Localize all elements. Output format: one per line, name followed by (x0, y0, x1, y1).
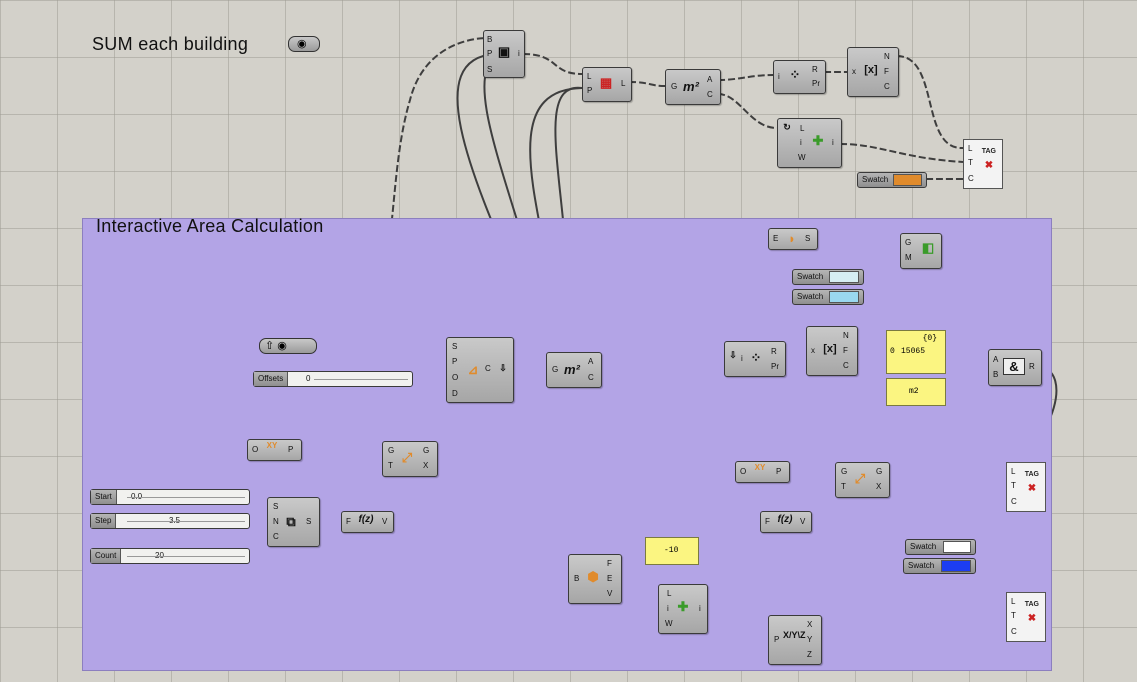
param-geometry-knob-2[interactable]: ⇧ ◉ (259, 338, 317, 354)
move-icon: ⤢ (401, 450, 413, 465)
slider-start[interactable]: Start 0.0 (90, 489, 250, 505)
group-interactive-area (82, 218, 1052, 671)
canvas-title: SUM each building (92, 34, 249, 54)
component-deconstruct-brep[interactable]: B ⬢ F E V (568, 554, 622, 604)
component-expression-top[interactable]: x [x] N F C (847, 47, 899, 97)
tag-x-icon: ✖ (984, 160, 994, 171)
tag-icon: TAG (1024, 471, 1039, 478)
swatch-cyan[interactable]: Swatch (792, 289, 864, 305)
panel-unit-text: m2 (909, 387, 919, 396)
swatch-color (829, 291, 859, 303)
wire (522, 53, 583, 75)
component-series[interactable]: S N C ⧉ S (267, 497, 320, 547)
function-icon: f(z) (358, 514, 374, 525)
component-boundary[interactable]: E ◗ S (768, 228, 818, 250)
swatch-color (829, 271, 859, 283)
swatch-light[interactable]: Swatch (792, 269, 864, 285)
component-mass-addition-mid[interactable]: ⇩ i ⁘ R Pr (724, 341, 786, 377)
component-area-top[interactable]: G m² A C (665, 69, 721, 105)
cull-icon: ▦ (599, 75, 613, 90)
component-expression-mid[interactable]: x [x] N F C (806, 326, 858, 376)
panel-negative-text: -10 (664, 546, 679, 555)
panel-header: {0} (922, 334, 937, 343)
list-item-icon: ✚ (812, 133, 824, 148)
panel-value: 15065 (901, 347, 926, 356)
group-title: Interactive Area Calculation (96, 216, 324, 236)
panel-unit[interactable]: m2 (886, 378, 946, 406)
preview-icon: ◧ (921, 240, 935, 255)
component-area-mid[interactable]: G m² A C (546, 352, 602, 388)
wire (628, 81, 666, 87)
boundary-surface-icon: ◗ (788, 231, 796, 246)
concat-icon: & (1003, 358, 1025, 375)
panel-area-result[interactable]: {0} 0 15065 (886, 330, 946, 374)
swatch-blue[interactable]: Swatch (903, 558, 976, 574)
swatch-white[interactable]: Swatch (905, 539, 976, 555)
param-geometry-knob[interactable]: ◉ (288, 36, 320, 52)
slider-offsets[interactable]: Offsets 0 (253, 371, 413, 387)
component-brep-split[interactable]: B P S i ▣ (483, 30, 525, 78)
wire (315, 37, 486, 346)
tag-x-icon: ✖ (1027, 613, 1037, 624)
component-mass-addition-top[interactable]: i ⁘ R Pr (773, 60, 826, 94)
swatch-color (943, 541, 971, 553)
xy-plane-icon: XY (266, 441, 278, 450)
knob-icon: ◉ (297, 38, 307, 50)
component-list-item-top[interactable]: L i W i ✚ ↻ (777, 118, 842, 168)
wire (896, 55, 964, 150)
knob-icon: ⇧ ◉ (265, 340, 287, 352)
function-icon: f(z) (777, 514, 793, 525)
deconstruct-point-icon: X/Y\Z (783, 630, 806, 640)
wire (717, 93, 778, 129)
tag-x-icon: ✖ (1027, 483, 1037, 494)
text-tag-top[interactable]: L T C TAG ✖ (963, 139, 1003, 189)
mass-addition-icon: ⁘ (750, 350, 762, 365)
component-concatenate[interactable]: A B & R (988, 349, 1042, 386)
component-construct-point-left[interactable]: O XY P (247, 439, 302, 461)
tag-icon: TAG (1024, 601, 1039, 608)
panel-index: 0 (890, 347, 895, 356)
component-deconstruct-point[interactable]: P X/Y\Z X Y Z (768, 615, 822, 665)
component-offset[interactable]: S P O D ⊿ C ⇩ (446, 337, 514, 403)
offset-icon: ⊿ (467, 362, 479, 377)
text-tag-bottom[interactable]: L T C TAG ✖ (1006, 592, 1046, 642)
component-function-left[interactable]: F f(z) V (341, 511, 394, 533)
list-item-icon: ✚ (677, 599, 689, 614)
deconstruct-brep-icon: ⬢ (587, 569, 599, 584)
panel-negative[interactable]: -10 (645, 537, 699, 565)
swatch-orange[interactable]: Swatch (857, 172, 927, 188)
text-tag-mid[interactable]: L T C TAG ✖ (1006, 462, 1046, 512)
component-list-item-bottom[interactable]: L i W ✚ i (658, 584, 708, 634)
point-in-brep-icon: ▣ (497, 44, 511, 59)
mass-addition-icon: ⁘ (789, 67, 801, 82)
expression-icon: [x] (823, 343, 837, 355)
slider-count[interactable]: Count 20 (90, 548, 250, 564)
component-cull-pattern-top[interactable]: L P L ▦ (582, 67, 632, 102)
area-icon: m² (564, 362, 580, 377)
expression-icon: [x] (864, 64, 878, 76)
wire (839, 143, 964, 163)
refresh-icon: ↻ (783, 122, 791, 132)
wire (717, 74, 774, 81)
slider-step[interactable]: Step 3.5 (90, 513, 250, 529)
area-icon: m² (683, 79, 699, 94)
series-icon: ⧉ (286, 514, 296, 529)
swatch-color (893, 174, 922, 186)
flatten-icon: ⇩ (729, 350, 737, 360)
component-function-right[interactable]: F f(z) V (760, 511, 812, 533)
component-move-left[interactable]: G T ⤢ G X (382, 441, 438, 477)
move-icon: ⤢ (854, 471, 866, 486)
component-move-right[interactable]: G T ⤢ G X (835, 462, 890, 498)
swatch-color (941, 560, 971, 572)
tag-icon: TAG (981, 148, 996, 155)
component-construct-point-right[interactable]: O XY P (735, 461, 790, 483)
component-custom-preview[interactable]: G M ◧ (900, 233, 942, 269)
flatten-icon: ⇩ (499, 363, 507, 373)
xy-plane-icon: XY (754, 463, 766, 472)
